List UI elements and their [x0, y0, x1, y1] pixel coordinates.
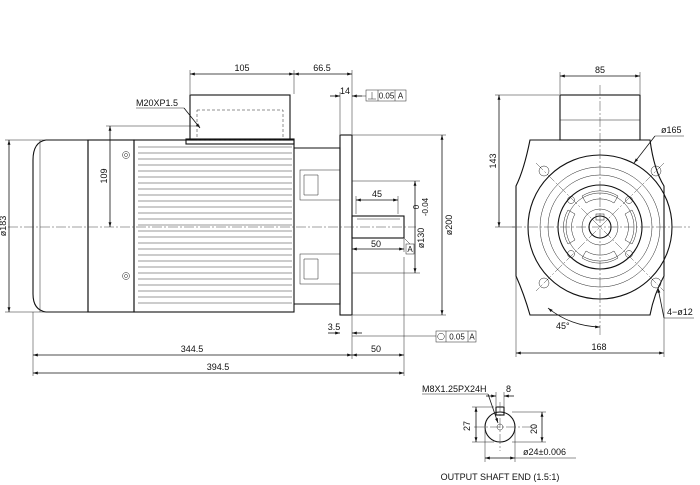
front-view: 85 143 ø165 4−ø12 45° 168 — [488, 65, 694, 357]
dim-body-dia: ø183 — [0, 216, 8, 237]
dim-shaft-dia: ø24±0.006 — [523, 447, 566, 457]
perpendicularity-frame: 0.05 A — [352, 89, 407, 102]
fan-cover — [32, 139, 88, 313]
conduit-thread-label: M20XP1.5 — [136, 98, 178, 108]
dim-top-box: 105 — [234, 63, 249, 73]
cooling-fins — [138, 146, 292, 304]
dim-inner: 20 — [529, 424, 539, 434]
dim-pilot-dia: ø130 — [416, 228, 426, 249]
runout-datum: A — [469, 333, 475, 342]
perp-tolerance: 0.05 — [379, 92, 395, 101]
side-view: 105 66.5 14 0.05 A M20XP1.5 109 ø183 — [0, 63, 477, 376]
mounting-hole-1 — [538, 165, 550, 177]
detail-caption: OUTPUT SHAFT END (1.5:1) — [441, 472, 560, 482]
rear-end-shield — [87, 139, 135, 313]
dim-front-box: 85 — [595, 65, 605, 75]
dim-length-total: 394.5 — [207, 362, 230, 372]
thread-spec: M8X1.25PX24H — [422, 384, 487, 394]
dim-holes: 4−ø12 — [667, 307, 693, 317]
dim-key-height: 27 — [462, 421, 472, 431]
front-housing — [294, 147, 341, 305]
mounting-hole-2 — [650, 165, 662, 177]
terminal-box — [189, 94, 291, 141]
dim-top-offset: 66.5 — [313, 63, 331, 73]
dim-key-length: 45 — [372, 189, 382, 199]
dim-pcd: ø165 — [661, 125, 682, 135]
screw-bottom — [122, 272, 130, 280]
shaft-detail: M8X1.25PX24H 8 27 20 ø24±0.006 OUTPUT SH… — [422, 384, 576, 482]
dim-flange-dia: ø200 — [444, 215, 454, 236]
front-flange-square — [515, 139, 665, 316]
runout-frame: 0.05 A — [352, 330, 477, 343]
dim-shaft-inner: 50 — [371, 239, 381, 249]
mounting-hole-3 — [538, 277, 550, 289]
dim-spigot: 3.5 — [328, 322, 341, 332]
dim-length-body: 344.5 — [181, 344, 204, 354]
front-flange — [339, 134, 353, 316]
dim-key-width: 8 — [506, 384, 511, 394]
screw-top — [122, 151, 130, 159]
dim-length-shaft: 50 — [371, 344, 381, 354]
dim-terminal-height: 109 — [99, 168, 109, 183]
runout-tolerance: 0.05 — [449, 333, 465, 342]
datum-a: A — [407, 245, 413, 254]
dim-angle: 45° — [556, 321, 570, 331]
pilot-tol-upper: 0 — [412, 204, 421, 209]
perp-datum: A — [398, 92, 404, 101]
dim-center-height: 143 — [488, 153, 498, 168]
dim-flange-square: 168 — [591, 342, 606, 352]
dim-flange-thk: 14 — [340, 86, 350, 96]
mounting-hole-4 — [650, 277, 662, 289]
pilot-tol-lower: -0.04 — [421, 197, 430, 216]
motor-body — [133, 139, 295, 313]
